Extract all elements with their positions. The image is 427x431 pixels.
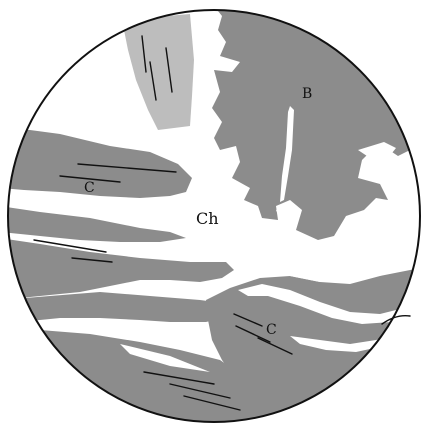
label-ch: Ch [196, 209, 219, 228]
label-b: B [302, 86, 312, 102]
label-c-upper: C [84, 180, 95, 196]
label-c-lower: C [266, 322, 277, 338]
